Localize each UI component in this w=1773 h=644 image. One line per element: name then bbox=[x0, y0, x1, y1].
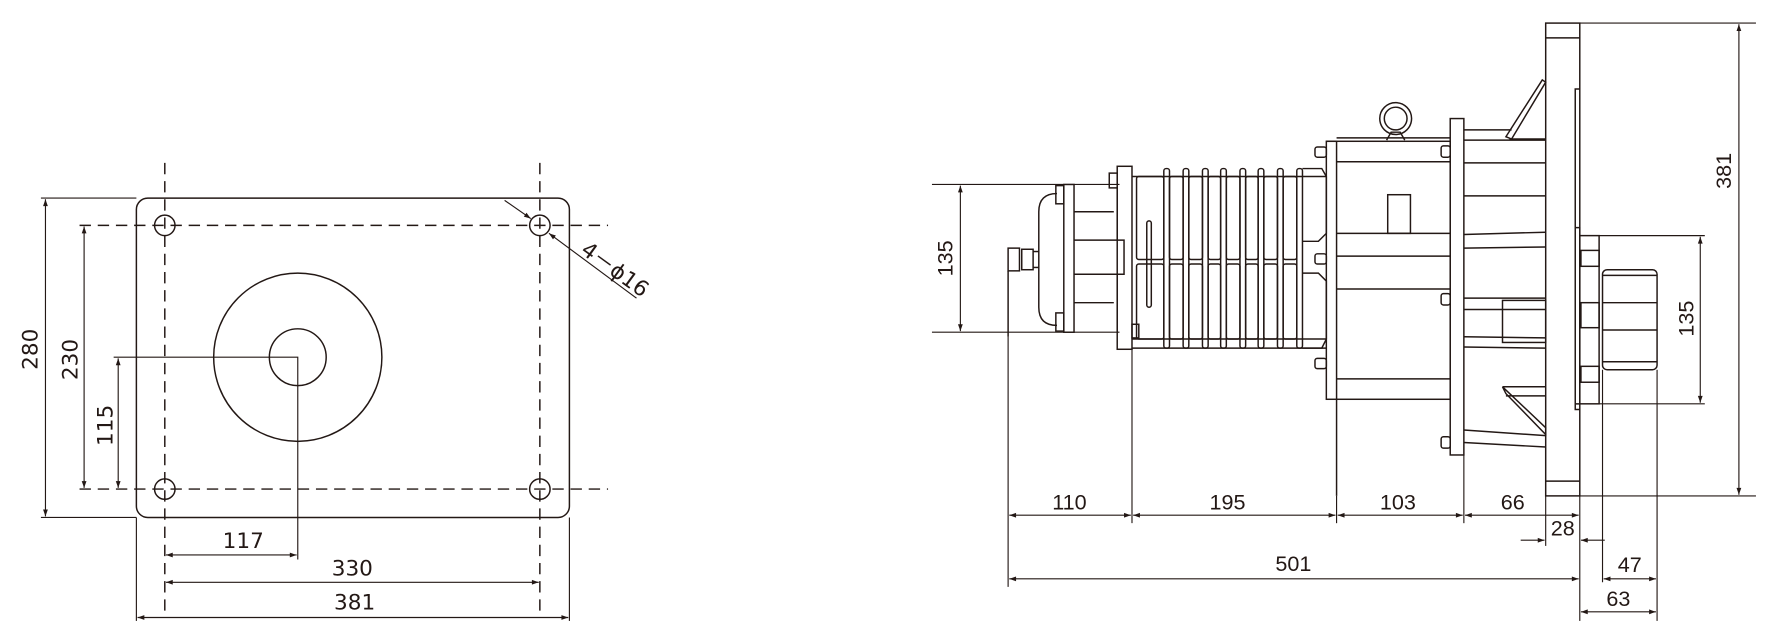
mounting-hole bbox=[528, 478, 551, 501]
gearbox-housing bbox=[1325, 140, 1451, 401]
gearbox-bolt bbox=[1314, 253, 1328, 265]
gearbox-bolt bbox=[1314, 146, 1328, 158]
hole-leader-out bbox=[548, 232, 637, 299]
motor-bolt bbox=[1131, 323, 1140, 339]
dim-label-115: 115 bbox=[94, 405, 119, 446]
fitting bbox=[1021, 248, 1034, 271]
rear-cover bbox=[1038, 192, 1057, 327]
top-view: 280 230 115 117 330 381 4－ϕ16 bbox=[19, 162, 653, 621]
brake-housing-plate bbox=[1063, 183, 1075, 333]
shaft-reference-line bbox=[113, 356, 299, 560]
flange-bolt bbox=[1440, 145, 1451, 158]
output-hub bbox=[1579, 234, 1600, 405]
intermediate-flange bbox=[1449, 117, 1465, 456]
hole-leader-in bbox=[504, 199, 532, 220]
motor-bolt bbox=[1108, 172, 1118, 189]
dim-label-110: 110 bbox=[1052, 490, 1086, 515]
lifting-eye-outer bbox=[1379, 101, 1413, 136]
mounting-hole bbox=[153, 478, 176, 501]
cover-bolt bbox=[1055, 312, 1065, 332]
hole-callout-label: 4－ϕ16 bbox=[576, 237, 653, 302]
nameplate bbox=[1386, 193, 1412, 235]
hub-key bbox=[1580, 301, 1600, 329]
lifting-eye-inner bbox=[1383, 106, 1408, 131]
dim-label-280: 280 bbox=[19, 329, 44, 370]
dim-label-195: 195 bbox=[1209, 490, 1245, 515]
reducer-line bbox=[1463, 429, 1546, 437]
side-view: 135 381 135 110 195 103 66 28 bbox=[931, 22, 1756, 621]
hub-key bbox=[1580, 365, 1600, 383]
motor-end-shield bbox=[1116, 165, 1133, 351]
dim-label-28: 28 bbox=[1551, 516, 1575, 541]
dim-label-66: 66 bbox=[1501, 490, 1525, 515]
fitting bbox=[1007, 247, 1021, 272]
dim-label-381-side: 381 bbox=[1711, 153, 1736, 189]
mounting-hole bbox=[153, 214, 176, 237]
dim-label-230: 230 bbox=[58, 339, 83, 380]
motor-front-shoulder bbox=[1302, 167, 1328, 243]
cooling-fins bbox=[1135, 167, 1304, 349]
cover-bolt bbox=[1055, 184, 1065, 205]
reducer-boss bbox=[1501, 299, 1547, 344]
reducer-line bbox=[1463, 246, 1546, 249]
dim-label-501: 501 bbox=[1275, 551, 1311, 576]
mounting-hole bbox=[528, 214, 551, 237]
flange-bolt bbox=[1440, 436, 1451, 449]
motor-front-shoulder bbox=[1302, 272, 1328, 349]
output-shaft bbox=[1601, 268, 1658, 371]
hub-key bbox=[1580, 249, 1600, 268]
dim-label-63: 63 bbox=[1606, 586, 1630, 611]
lifting-eye-base bbox=[1385, 131, 1406, 141]
lower-gusset bbox=[1501, 386, 1547, 437]
reducer-line bbox=[1463, 441, 1546, 448]
dim-label-135-right: 135 bbox=[1673, 301, 1698, 337]
upper-gusset bbox=[1504, 78, 1547, 140]
reducer-line bbox=[1463, 346, 1546, 349]
flange-bolt bbox=[1440, 292, 1451, 306]
dim-label-330: 330 bbox=[332, 556, 373, 581]
dim-label-135-left: 135 bbox=[932, 240, 957, 276]
brake-body-edge bbox=[1116, 185, 1125, 333]
dim-label-117: 117 bbox=[223, 529, 264, 554]
reducer-line bbox=[1463, 336, 1546, 339]
flange-spigot bbox=[1574, 88, 1580, 411]
dim-label-381: 381 bbox=[334, 591, 375, 616]
dim-label-103: 103 bbox=[1380, 490, 1416, 515]
dim-label-47: 47 bbox=[1618, 552, 1642, 577]
reducer-line bbox=[1463, 231, 1546, 236]
gearbox-bolt bbox=[1314, 357, 1328, 370]
